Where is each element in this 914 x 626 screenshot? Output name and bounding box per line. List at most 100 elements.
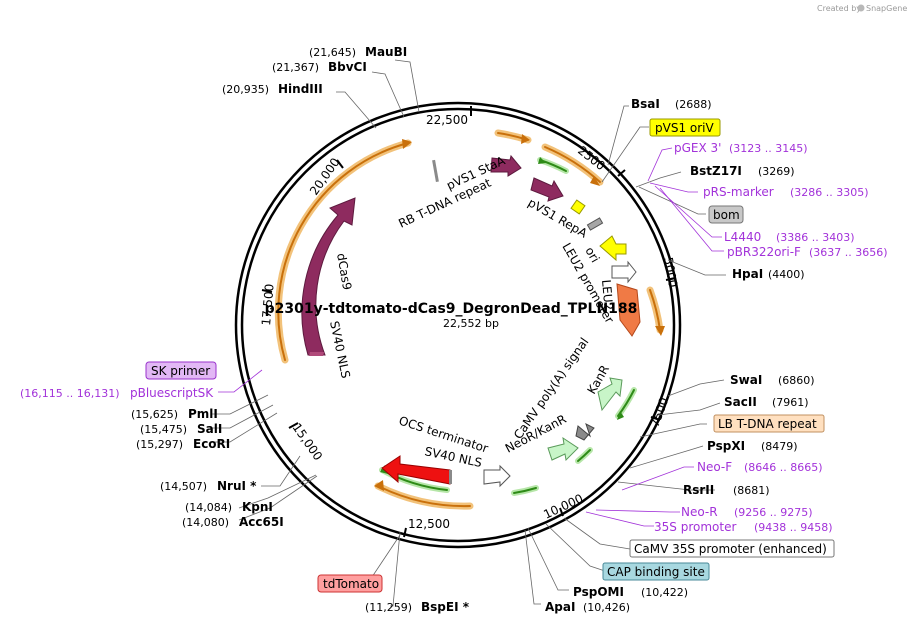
tick-label-7500: 7500 [648,396,672,429]
site-bspei[interactable]: BspEI * [421,600,470,614]
boxed-cap-binding-label: CAP binding site [607,565,705,579]
site-hpai-pos: (4400) [768,268,805,281]
primer-pgex3-pos: (3123 .. 3145) [729,142,808,155]
site-sali-pos: (15,475) [140,423,187,436]
site-hindiii[interactable]: HindIII [278,82,323,96]
site-bbvci-pos: (21,367) [272,61,319,74]
site-pspomi[interactable]: PspOMI [573,585,624,599]
plasmid-name: p2301y-tdtomato-dCas9_DegronDead_TPLN188 [265,301,638,317]
site-pspxi[interactable]: PspXI [707,439,745,453]
site-swai[interactable]: SwaI [730,373,762,387]
label-rb-tdna: RB T-DNA repeat [396,176,493,231]
primer-35s-promoter[interactable]: 35S promoter [654,520,736,534]
site-pmli[interactable]: PmlI [188,407,218,421]
tick-label-17500: 17,500 [259,283,277,326]
primer-pbr322ori-f[interactable]: pBR322ori-F [727,245,801,259]
site-nrui[interactable]: NruI * [217,479,257,493]
site-pspxi-pos: (8479) [761,440,798,453]
dcas9-feature [301,197,356,356]
primer-neo-f[interactable]: Neo-F [697,460,732,474]
credit-prefix: Created by [817,4,861,13]
primer-prs-marker[interactable]: pRS-marker [703,185,774,199]
neor-kanr-feature [547,436,579,462]
site-bstz17i-pos: (3269) [758,165,795,178]
boxed-pvs1-oriv[interactable]: pVS1 oriV [649,118,721,137]
boxed-bom-label: bom [713,208,740,222]
site-rsrii[interactable]: RsrII [683,483,714,497]
leu2-promoter-feature [611,260,637,284]
site-ecori[interactable]: EcoRI [193,437,230,451]
primer-pbluescriptsk-pos: (16,115 .. 16,131) [20,387,120,400]
pvs1-repa-feature [530,177,564,202]
site-rsrii-pos: (8681) [733,484,770,497]
primer-l4440-pos: (3386 .. 3403) [776,231,855,244]
tick-label-22500: 22,500 [426,113,468,127]
boxed-sk-primer-label: SK primer [151,364,210,378]
tick-label-15000: 15,000 [290,421,326,463]
rb-tdna-repeat-feature [432,159,439,183]
sv40-nls-block [449,470,452,484]
boxed-camv35s-enh-label: CaMV 35S promoter (enhanced) [634,542,827,556]
kanr-feature [597,377,623,412]
site-bspei-pos: (11,259) [365,601,412,614]
site-maubi[interactable]: MauBI [365,45,407,59]
snapgene-logo-icon [857,4,865,12]
site-sacii[interactable]: SacII [724,395,757,409]
tdtomato-feature [381,455,451,485]
tick-label-5000: 5000 [661,256,680,289]
orf-arrowheads [374,134,665,491]
camv-35s-promoter-feature [483,464,511,488]
site-bstz17i[interactable]: BstZ17I [690,164,742,178]
primer-neo-r-pos: (9256 .. 9275) [734,506,813,519]
site-hindiii-pos: (20,935) [222,83,269,96]
primer-pgex3[interactable]: pGEX 3' [674,141,721,155]
label-dcas9: dCas9 [334,252,354,291]
site-bsai-pos: (2688) [675,98,712,111]
bom-feature [586,217,604,231]
tick-marks [261,106,677,538]
boxed-tdtomato[interactable]: tdTomato [317,574,383,593]
pvs1-staa-feature [490,154,522,177]
boxed-camv35s-enh[interactable]: CaMV 35S promoter (enhanced) [629,539,835,558]
boxed-tdtomato-label: tdTomato [323,577,379,591]
tick-label-12500: 12,500 [408,517,450,531]
boxed-sk-primer[interactable]: SK primer [145,361,217,380]
site-kpni[interactable]: KpnI [242,500,273,514]
primer-prs-marker-pos: (3286 .. 3305) [790,186,869,199]
boxed-lb-tdna-label: LB T-DNA repeat [718,417,817,431]
site-nrui-pos: (14,507) [160,480,207,493]
boxed-bom[interactable]: bom [708,205,744,224]
site-maubi-pos: (21,645) [309,46,356,59]
site-kpni-pos: (14,084) [185,501,232,514]
primer-pbr322ori-f-pos: (3637 .. 3656) [809,246,888,259]
label-ori: ori [582,245,602,266]
site-sali[interactable]: SalI [197,422,222,436]
site-apai-pos: (10,426) [583,601,630,614]
backbone-outer-ring [234,101,682,549]
ori-feature [599,235,627,262]
site-acc65i-pos: (14,080) [182,516,229,529]
label-leu2: LEU2 [599,279,616,311]
boxed-cap-binding[interactable]: CAP binding site [602,562,710,581]
primer-neo-r[interactable]: Neo-R [681,505,718,519]
boxed-pvs1-oriv-label: pVS1 oriV [655,121,715,135]
site-bbvci[interactable]: BbvCI [328,60,367,74]
tick-label-10000: 10,000 [541,491,585,521]
primer-l4440[interactable]: L4440 [724,230,761,244]
leu2-feature [616,283,641,337]
credit-brand: SnapGene [866,4,907,13]
plasmid-length: 22,552 bp [443,317,499,330]
site-pmli-pos: (15,625) [131,408,178,421]
primer-neo-f-pos: (8646 .. 8665) [744,461,823,474]
site-apai[interactable]: ApaI [545,600,575,614]
label-sv40-nls-2: SV40 NLS [327,320,353,380]
boxed-lb-tdna[interactable]: LB T-DNA repeat [713,414,825,433]
backbone-inner-ring [240,107,676,543]
site-bsai[interactable]: BsaI [631,97,660,111]
site-hpai[interactable]: HpaI [732,267,763,281]
pvs1-oriv-feature [570,199,586,215]
site-acc65i[interactable]: Acc65I [239,515,284,529]
camv-polya-block [575,423,595,441]
primer-pbluescriptsk[interactable]: pBluescriptSK [130,386,214,400]
